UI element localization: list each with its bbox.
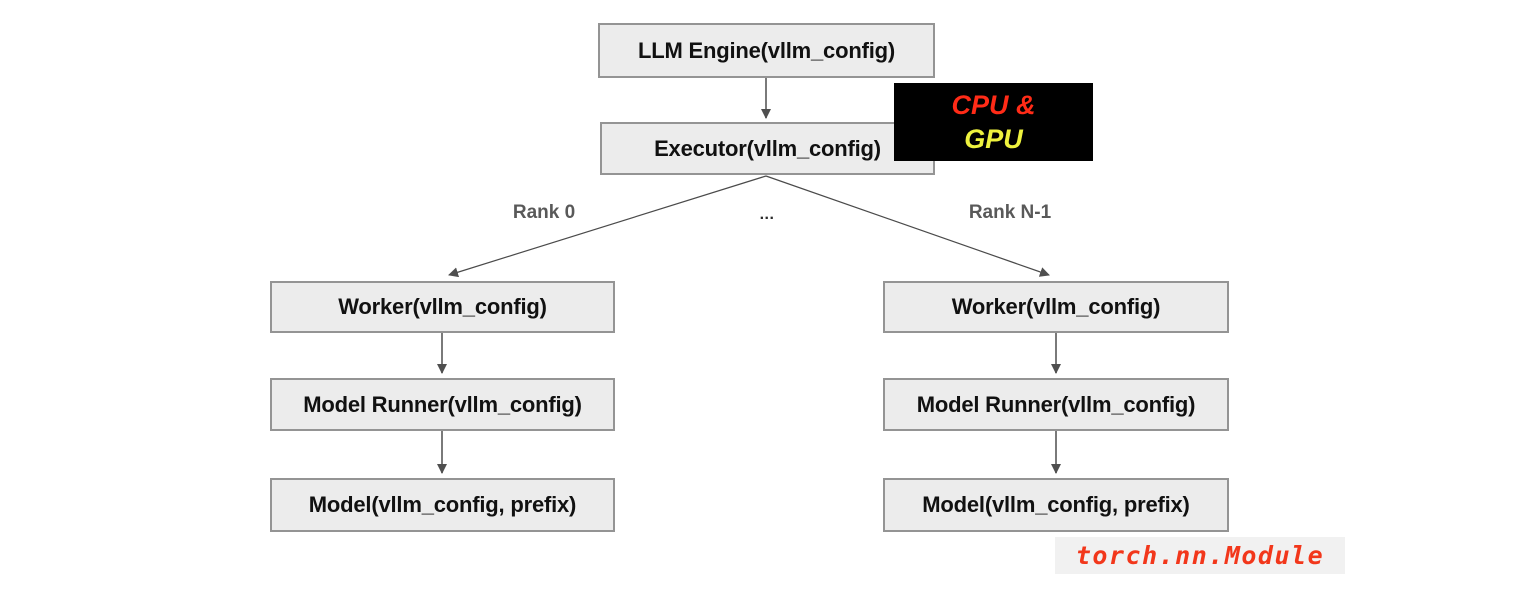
llm-engine-node: LLM Engine(vllm_config) [598,23,935,78]
executor-node: Executor(vllm_config) [600,122,935,175]
worker-node-left: Worker(vllm_config) [270,281,615,333]
model-right-label: Model(vllm_config, prefix) [922,492,1190,517]
model-runner-node-left: Model Runner(vllm_config) [270,378,615,431]
executor-label: Executor(vllm_config) [654,135,881,161]
rank-n-1-label: Rank N-1 [968,202,1052,223]
cpu-tag-line: CPU & [951,90,1036,120]
model-node-left: Model(vllm_config, prefix) [270,478,615,532]
cpu-gpu-tag: CPU & GPU [894,83,1093,161]
model-runner-left-label: Model Runner(vllm_config) [303,391,582,417]
worker-left-label: Worker(vllm_config) [338,294,547,319]
rank-0-label: Rank 0 [512,202,576,223]
worker-node-right: Worker(vllm_config) [883,281,1229,333]
arrow-executor-to-worker-left [448,175,767,278]
torch-nn-module-label: torch.nn.Module [1055,537,1345,574]
model-runner-right-label: Model Runner(vllm_config) [916,391,1196,417]
model-node-right: Model(vllm_config, prefix) [883,478,1229,532]
llm-engine-label: LLM Engine(vllm_config) [638,37,895,63]
model-left-label: Model(vllm_config, prefix) [308,492,577,517]
ellipsis-label: ... [759,206,775,223]
gpu-tag-line: GPU [964,124,1023,154]
arrow-executor-to-worker-right [765,175,1050,277]
worker-right-label: Worker(vllm_config) [951,294,1161,319]
model-runner-node-right: Model Runner(vllm_config) [883,378,1229,431]
